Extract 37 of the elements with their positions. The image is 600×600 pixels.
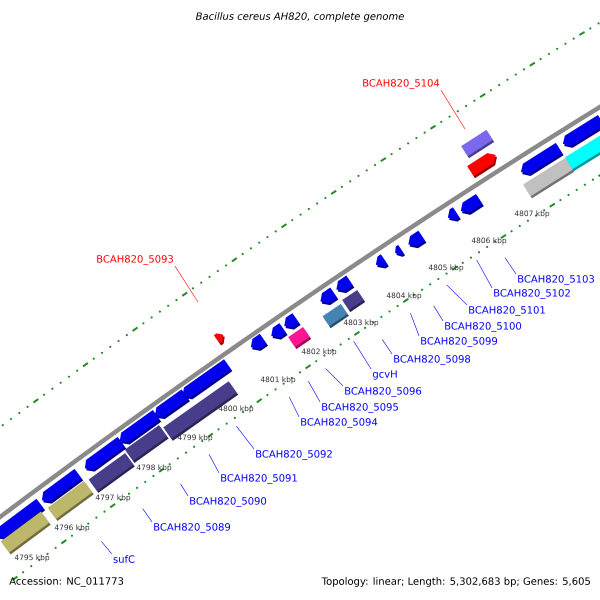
gene-label: BCAH820_5103 xyxy=(518,275,594,285)
title: Bacillus cereus AH820, complete genome xyxy=(196,12,404,22)
leader-line xyxy=(410,312,420,336)
gene-label: BCAH820_5100 xyxy=(445,322,522,332)
leader-line xyxy=(180,484,188,496)
gene-label: BCAH820_5091 xyxy=(221,474,297,484)
gene-label: BCAH820_5095 xyxy=(322,403,398,413)
accession-text: Accession: NC_011773 xyxy=(9,577,124,587)
gene-label: BCAH820_5093 xyxy=(97,255,173,265)
leader-line xyxy=(288,396,300,418)
leader-line xyxy=(174,266,198,302)
gene-label: BCAH820_5096 xyxy=(345,387,422,397)
leader-line xyxy=(325,368,344,386)
gene-label: BCAH820_5101 xyxy=(469,306,545,316)
genome-info-text: Topology: linear; Length: 5,302,683 bp; Genes: 5,605 xyxy=(322,577,590,587)
gene-label: BCAH820_5094 xyxy=(301,418,378,428)
leader-line xyxy=(308,380,320,402)
leader-line xyxy=(440,90,466,130)
gene-label: BCAH820_5089 xyxy=(154,523,230,533)
leader-line xyxy=(476,260,492,288)
gene-label: sufC xyxy=(114,555,134,563)
gene-label: BCAH820_5104 xyxy=(363,79,440,89)
leader-line xyxy=(433,306,444,322)
leader-line xyxy=(208,454,220,474)
gene-label: BCAH820_5098 xyxy=(394,355,470,365)
leader-line xyxy=(382,339,392,354)
leader-line xyxy=(236,426,254,450)
gene-label: BCAH820_5099 xyxy=(421,337,498,347)
leader-line xyxy=(504,257,516,274)
gene-label: BCAH820_5092 xyxy=(256,450,332,460)
gene-label: BCAH820_5090 xyxy=(190,497,266,507)
leader-line xyxy=(142,508,152,522)
leader-line xyxy=(353,341,372,370)
leader-line xyxy=(101,541,112,554)
leader-line xyxy=(446,284,468,306)
gene-label: BCAH820_5102 xyxy=(494,289,570,299)
gene-label: gcvH xyxy=(372,370,397,380)
